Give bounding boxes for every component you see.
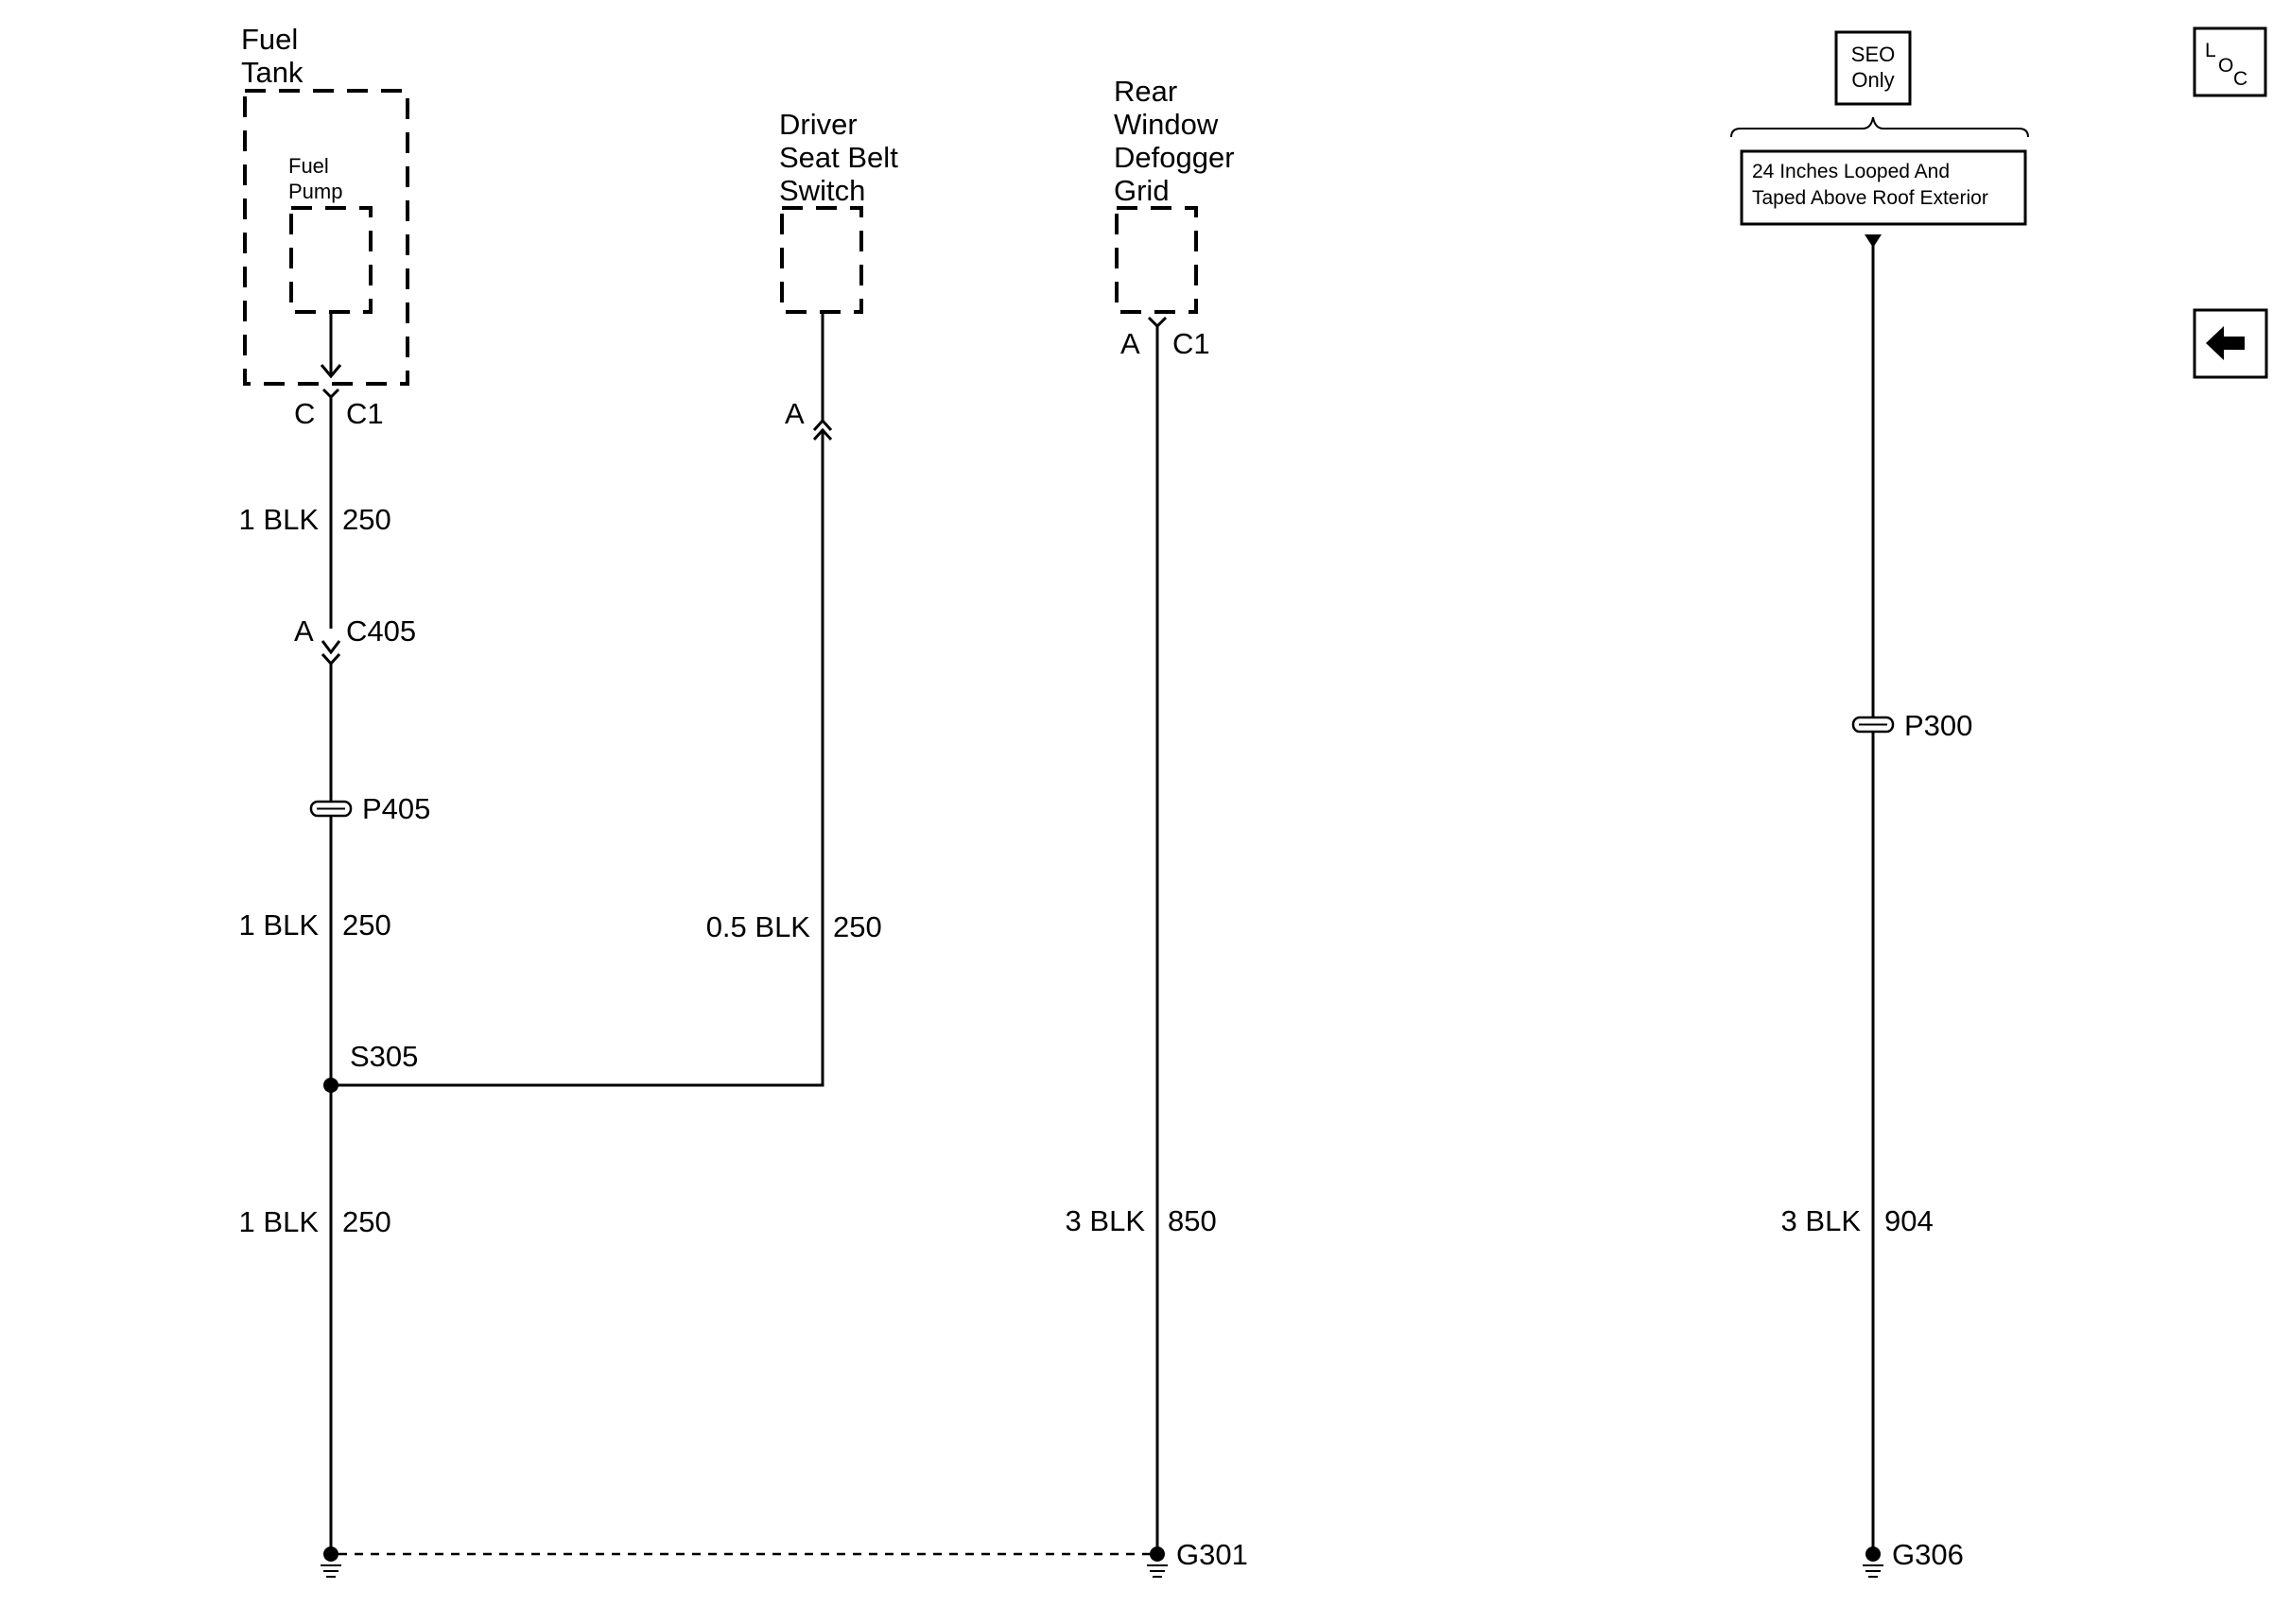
left-arrow-icon: [2206, 326, 2245, 360]
loc-o-letter: O: [2218, 55, 2233, 77]
seatbelt-label-2: Seat Belt: [779, 141, 898, 174]
defogger-connector: [1147, 316, 1168, 329]
defogger-pin: A: [1120, 327, 1140, 360]
fuel-pump-box: [289, 206, 373, 314]
wire5-circuit: 850: [1168, 1204, 1217, 1237]
p405-label: P405: [362, 792, 430, 825]
c1-fuel-connector: [321, 388, 340, 400]
ground-left-dot: [323, 1546, 338, 1562]
seatbelt-label-1: Driver: [779, 108, 858, 141]
wire6-circuit: 904: [1884, 1204, 1934, 1237]
wire1-size: 1 BLK: [239, 503, 320, 536]
seatbelt-pin: A: [785, 397, 805, 430]
looped-note-line-1: 24 Inches Looped And: [1752, 161, 1950, 182]
fuel-pump-label-1: Fuel: [288, 154, 329, 178]
s305-label: S305: [350, 1040, 418, 1073]
wire3-circuit: 250: [342, 1205, 391, 1238]
defogger-conn: C1: [1172, 327, 1210, 360]
g306-label: G306: [1892, 1538, 1964, 1571]
seo-only-line-1: SEO: [1851, 43, 1895, 66]
defogger-label-4: Grid: [1114, 174, 1170, 207]
seatbelt-connector-1: [812, 418, 833, 432]
wire4-circuit: 250: [833, 910, 882, 943]
looped-note-box: [1740, 149, 2027, 226]
c405-connector: [321, 652, 341, 666]
wire3-size: 1 BLK: [239, 1205, 320, 1238]
ground-g301-dot: [1150, 1546, 1165, 1562]
c405-pin: A: [294, 614, 314, 648]
fuel-tank-label-1: Fuel: [241, 23, 298, 56]
seo-only-box: [1834, 30, 1912, 106]
wire2-circuit: 250: [342, 908, 391, 942]
loc-l-letter: L: [2205, 40, 2216, 61]
seo-brace: [1730, 116, 2029, 138]
looped-note-line-2: Taped Above Roof Exterior: [1752, 187, 1988, 209]
back-button[interactable]: [2193, 308, 2268, 379]
wire2-size: 1 BLK: [239, 908, 320, 942]
c405-name: C405: [346, 614, 416, 648]
seatbelt-switch-box: [780, 206, 863, 314]
c405-arrow: [321, 640, 341, 655]
defogger-label-1: Rear: [1114, 75, 1177, 108]
defogger-label-2: Window: [1114, 108, 1219, 141]
loc-c-letter: C: [2233, 68, 2247, 90]
ground-g306-dot: [1865, 1546, 1881, 1562]
seo-only-line-2: Only: [1851, 68, 1894, 92]
fuel-pump-arrow: [320, 364, 342, 379]
seatbelt-label-3: Switch: [779, 174, 865, 207]
wire6-size: 3 BLK: [1781, 1204, 1862, 1237]
fuel-tank-label-2: Tank: [241, 56, 304, 89]
fuel-pump-label-2: Pump: [288, 180, 342, 203]
defogger-label-3: Defogger: [1114, 141, 1235, 174]
wire4-size: 0.5 BLK: [706, 910, 811, 943]
loc-button[interactable]: L O C: [2193, 26, 2267, 97]
p300-label: P300: [1904, 709, 1972, 742]
loc-button-frame[interactable]: [2193, 26, 2267, 97]
c1-fuel-pin: C: [294, 397, 315, 430]
wire1-circuit: 250: [342, 503, 391, 536]
c1-fuel-name: C1: [346, 397, 384, 430]
wire5-size: 3 BLK: [1066, 1204, 1146, 1237]
g301-label: G301: [1176, 1538, 1248, 1571]
back-button-frame[interactable]: [2193, 308, 2268, 379]
fuel-tank-box: [243, 89, 409, 386]
defogger-grid-box: [1115, 206, 1198, 314]
